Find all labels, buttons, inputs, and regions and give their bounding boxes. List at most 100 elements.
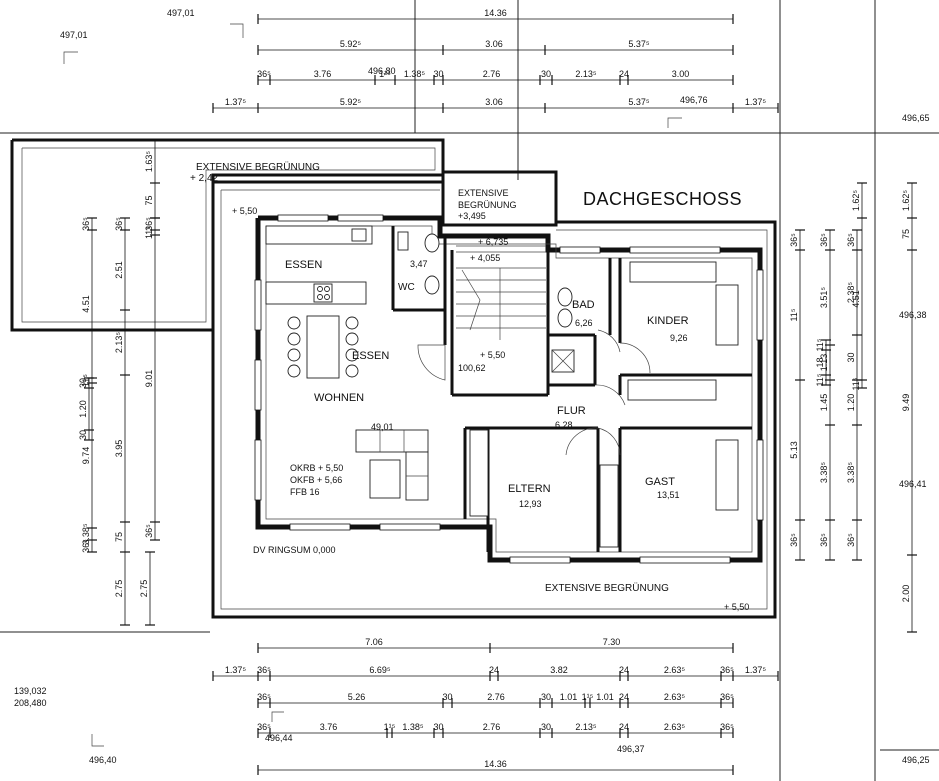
dimension-label: 2.63⁵ [664, 665, 686, 675]
level-5-50-stair: + 5,50 [480, 350, 505, 360]
dimension-label: 5.37⁵ [628, 39, 650, 49]
dimension-label: 2.51 [114, 261, 124, 279]
doors [417, 329, 651, 456]
dimension-label: 1.01 [560, 692, 578, 702]
dimension-label: 3.38⁵ [81, 523, 91, 545]
coordinate-208-480: 208,480 [14, 698, 47, 708]
label-extensive-center-1: EXTENSIVE [458, 188, 509, 198]
roof-terrace-outlines [10, 138, 777, 619]
dimension-label: 11⁵ [851, 377, 861, 390]
dimension-label: 30 [78, 378, 88, 388]
dimension-label: 36⁵ [720, 722, 734, 732]
dimension-label: 5.13 [789, 441, 799, 459]
label-okrb: OKRB + 5,50 [290, 463, 343, 473]
elevation-496-80: 496,80 [368, 66, 396, 76]
windows [254, 214, 764, 564]
dimension-label: 2.76 [483, 69, 501, 79]
dimension-label: 1.45 [819, 394, 829, 412]
room-label-kinder: KINDER [647, 315, 689, 327]
label-okfb: OKFB + 5,66 [290, 475, 342, 485]
dimension-label: 36⁵ [114, 217, 124, 231]
dimension-label: 14.36 [484, 8, 507, 18]
dimension-label: 36⁵ [720, 692, 734, 702]
dimension-label: 3.82 [550, 665, 568, 675]
dimension-label: 3.38⁵ [819, 462, 829, 484]
dimension-label: 36⁵ [846, 233, 856, 247]
drawing-title: DACHGESCHOSS [583, 189, 742, 209]
dimension-label: 30 [541, 722, 551, 732]
dim-top-row-1: 14.36 [257, 8, 734, 24]
room-area-wc: 3,47 [410, 259, 428, 269]
dimension-label: 1.37⁵ [225, 97, 247, 107]
dimension-label: 3.00 [672, 69, 690, 79]
dimension-label: 2.13⁵ [114, 332, 124, 354]
room-label-wc: WC [398, 282, 415, 293]
label-extensive-center-2: BEGRÜNUNG [458, 200, 517, 210]
dimension-label: 75 [144, 195, 154, 205]
dim-bottom-row-5: 14.36 [257, 759, 734, 775]
dimension-label: 6.69⁵ [369, 665, 391, 675]
dimension-label: 7.30 [603, 637, 621, 647]
label-extensive-greening-bottom: EXTENSIVE BEGRÜNUNG [545, 582, 669, 594]
dimension-label: 3.76 [320, 722, 338, 732]
dimension-label: 2.76 [483, 722, 501, 732]
room-area-eltern: 12,93 [519, 499, 542, 509]
dimension-label: 24 [489, 665, 499, 675]
room-label-essen-secondary: ESSEN [352, 350, 389, 362]
dimension-label: 2.38⁵ [846, 282, 856, 304]
dimension-label: 11⁵ [815, 373, 825, 386]
elevation-496-25: 496,25 [902, 755, 930, 765]
room-area-wohnen: 49,01 [371, 422, 394, 432]
dimension-label: 1.01 [596, 692, 614, 702]
level-6-735: + 6,735 [478, 237, 508, 247]
dimension-label: 3.51⁵ [819, 287, 829, 309]
level-4-055: + 4,055 [470, 253, 500, 263]
dimension-label: 1¹⁵ [384, 722, 396, 732]
dimension-label: 1.37⁵ [745, 97, 767, 107]
dimension-label: 24 [619, 69, 629, 79]
label-dv-ringsum: DV RINGSUM 0,000 [253, 545, 336, 555]
dimension-label: 11⁵ [144, 226, 154, 239]
room-label-gast: GAST [645, 476, 675, 488]
dimension-label: 1¹⁵ [582, 692, 594, 702]
dimension-label: 3.95 [114, 440, 124, 458]
dimension-label: 1.37⁵ [225, 665, 247, 675]
dimension-label: 2.63⁵ [664, 722, 686, 732]
dimension-label: 5.92⁵ [340, 39, 362, 49]
dimension-label: 30 [846, 352, 856, 362]
dimension-label: 36⁵ [81, 539, 91, 553]
dimension-label: 4.51 [81, 295, 91, 313]
room-area-bad: 6,26 [575, 318, 593, 328]
furniture [265, 225, 739, 548]
dim-left-col-6: 2.75 [139, 551, 155, 626]
dimension-label: 1.37⁵ [745, 665, 767, 675]
dimension-label: 75 [114, 532, 124, 542]
elevation-497-01-top: 497,01 [167, 8, 195, 18]
room-label-wohnen: WOHNEN [314, 392, 364, 404]
dimension-label: 2.75 [139, 580, 149, 598]
room-area-flur: 6,28 [555, 420, 573, 430]
room-label-essen: ESSEN [285, 259, 322, 271]
room-label-flur: FLUR [557, 405, 586, 417]
dimension-label: 11⁵ [789, 308, 799, 321]
dimension-label: 11⁵ [815, 338, 825, 351]
dimension-label: 30 [541, 69, 551, 79]
dimension-label: 3.06 [485, 39, 503, 49]
dimension-label: 36⁵ [257, 722, 271, 732]
label-extensive-greening-top-left: EXTENSIVE BEGRÜNUNG [196, 161, 320, 173]
dimension-label: 36⁵ [789, 233, 799, 247]
coordinate-139-032: 139,032 [14, 686, 47, 696]
level-2-42: + 2,42 [190, 173, 219, 184]
